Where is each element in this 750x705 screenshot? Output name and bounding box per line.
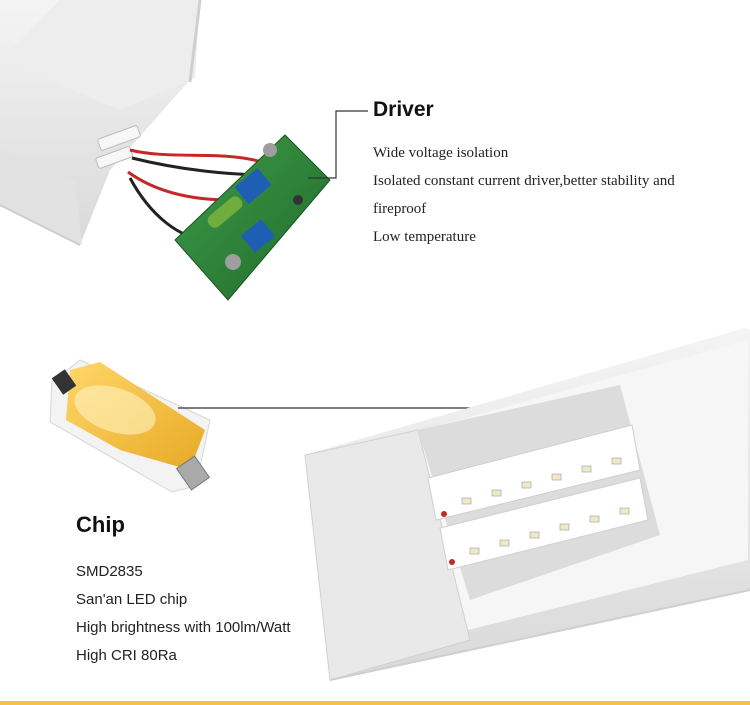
driver-feature: fireproof xyxy=(373,201,427,217)
bottom-accent-border xyxy=(0,701,750,705)
chip-illustration xyxy=(49,359,211,493)
driver-pcb xyxy=(174,134,331,301)
driver-callout-line xyxy=(308,110,368,179)
chip-feature: SMD2835 xyxy=(76,563,143,580)
chip-feature: High brightness with 100lm/Watt xyxy=(76,619,291,636)
tube-housing-top xyxy=(0,0,202,246)
tube-housing-bottom xyxy=(304,328,750,681)
chip-feature: High CRI 80Ra xyxy=(76,647,177,664)
driver-feature: Wide voltage isolation xyxy=(373,145,509,161)
driver-title: Driver xyxy=(373,98,434,121)
chip-feature: San'an LED chip xyxy=(76,591,188,608)
driver-feature: Low temperature xyxy=(373,229,476,245)
led-strip-bottom xyxy=(427,424,649,571)
led-strip-top xyxy=(95,125,141,169)
driver-feature: Isolated constant current driver,better … xyxy=(373,173,675,189)
chip-title: Chip xyxy=(76,512,125,537)
